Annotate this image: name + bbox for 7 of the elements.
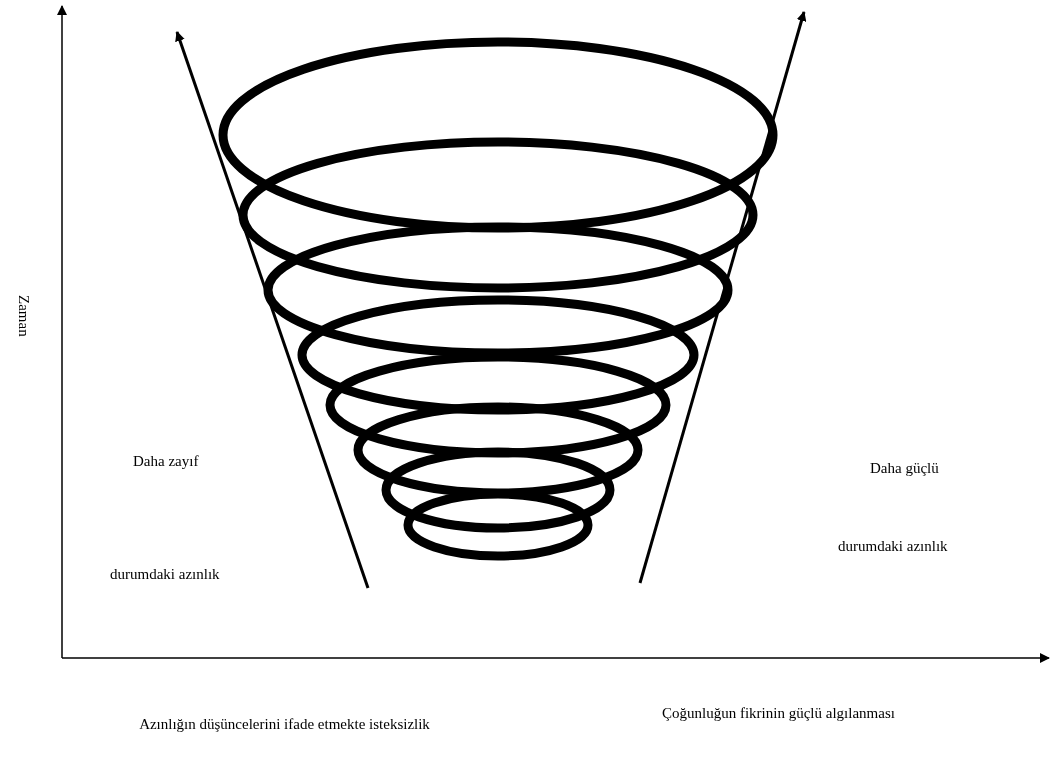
axis-label: Zaman <box>15 295 32 337</box>
annotation-text: Daha güçlü <box>870 460 939 477</box>
annotation-text: Azınlığın düşüncelerini ifade etmekte isteksizlik <box>138 715 431 734</box>
annotation-text: durumdaki azınlık <box>838 538 948 555</box>
annotation-text: durumdaki azınlık <box>110 566 220 583</box>
annotation-text: Çoğunluğun fikrinin güçlü algılanması <box>662 705 895 722</box>
annotation-text: Daha zayıf <box>133 453 199 470</box>
